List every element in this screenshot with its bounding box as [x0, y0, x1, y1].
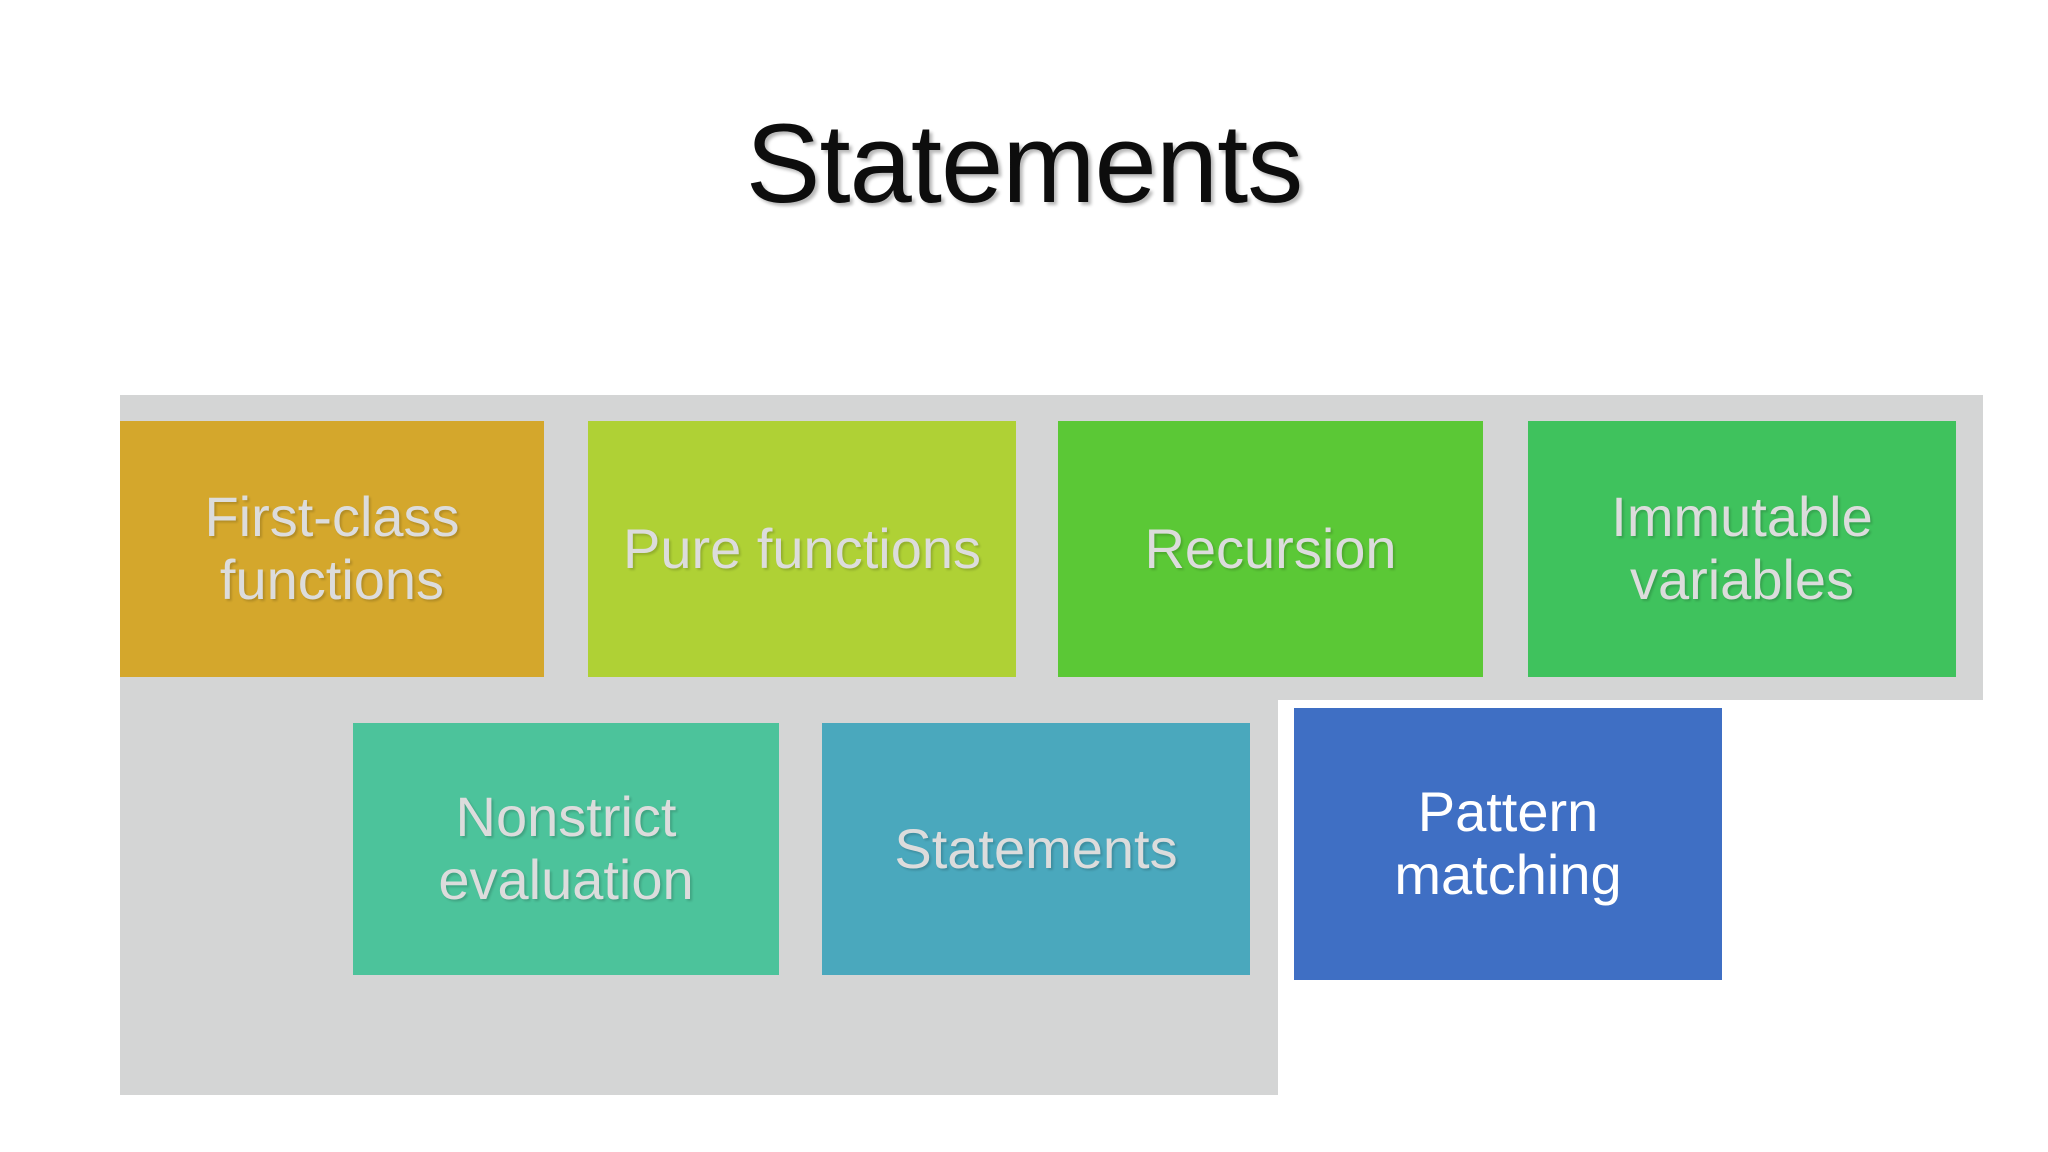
- chip-label: First-class functions: [204, 485, 460, 611]
- diagram-chip-pure-functions[interactable]: Pure functions: [588, 421, 1016, 677]
- diagram-chip-statements[interactable]: Statements: [822, 723, 1250, 975]
- chip-label: Immutable variables: [1611, 485, 1873, 611]
- diagram-chip-nonstrict-evaluation[interactable]: Nonstrict evaluation: [353, 723, 779, 975]
- chip-label: Recursion: [1144, 516, 1397, 580]
- diagram-chip-first-class-functions[interactable]: First-class functions: [120, 421, 544, 677]
- chip-label: Pattern matching: [1394, 780, 1622, 906]
- diagram-chip-immutable-variables[interactable]: Immutable variables: [1528, 421, 1956, 677]
- chip-label: Statements: [894, 816, 1178, 880]
- chip-label: Nonstrict evaluation: [438, 785, 694, 911]
- page-title: Statements: [745, 101, 1304, 226]
- diagram-chip-pattern-matching[interactable]: Pattern matching: [1294, 708, 1722, 980]
- diagram-chip-recursion[interactable]: Recursion: [1058, 421, 1483, 677]
- chip-label: Pure functions: [623, 516, 981, 580]
